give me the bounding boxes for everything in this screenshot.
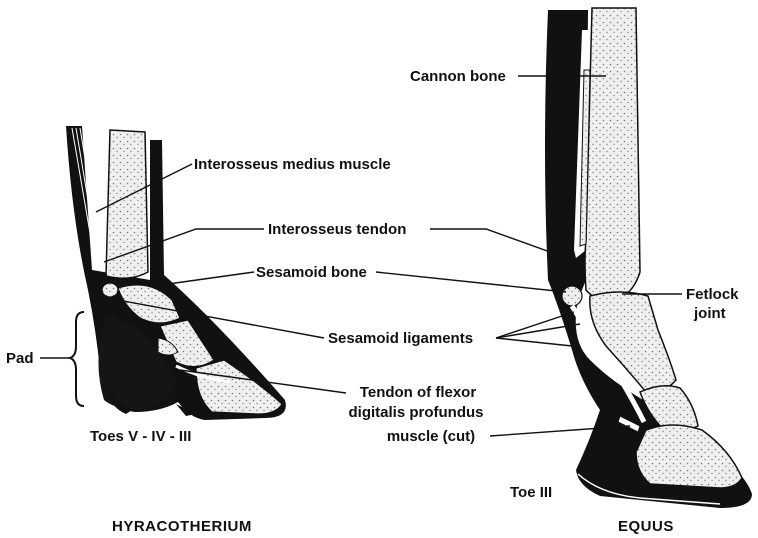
flexor-label-line3: muscle (cut) bbox=[376, 428, 486, 445]
flexor-label-line1: Tendon of flexor bbox=[348, 384, 488, 401]
toes-v-iv-iii-label: Toes V - IV - III bbox=[90, 428, 191, 445]
sesamoid-ligaments-leader-r1 bbox=[496, 312, 574, 338]
hyracotherium-sesamoid-bone bbox=[102, 283, 118, 297]
hyracotherium-caption: HYRACOTHERIUM bbox=[112, 518, 252, 535]
equus-foot bbox=[545, 8, 752, 508]
sesamoid-ligaments-leader-r3 bbox=[496, 338, 572, 346]
interosseus-medius-label: Interosseus medius muscle bbox=[194, 156, 391, 173]
sesamoid-bone-label: Sesamoid bone bbox=[256, 264, 367, 281]
equus-coffin-bone bbox=[636, 425, 742, 488]
equus-caption: EQUUS bbox=[618, 518, 674, 535]
flexor-label-line2: digitalis profundus bbox=[336, 404, 496, 421]
fetlock-label-line2: joint bbox=[694, 305, 726, 322]
sesamoid-bone-leader-left bbox=[154, 272, 254, 286]
pad-label: Pad bbox=[6, 350, 34, 367]
toe-iii-label: Toe III bbox=[510, 484, 552, 501]
equus-sesamoid-bone bbox=[562, 286, 582, 306]
pad-brace bbox=[70, 312, 84, 406]
interosseus-tendon-label: Interosseus tendon bbox=[268, 221, 406, 238]
cannon-bone-label: Cannon bone bbox=[410, 68, 506, 85]
sesamoid-bone-leader-right bbox=[376, 272, 566, 292]
sesamoid-ligaments-label: Sesamoid ligaments bbox=[328, 330, 473, 347]
equus-cannon-bone bbox=[585, 8, 640, 302]
fetlock-label-line1: Fetlock bbox=[686, 286, 739, 303]
